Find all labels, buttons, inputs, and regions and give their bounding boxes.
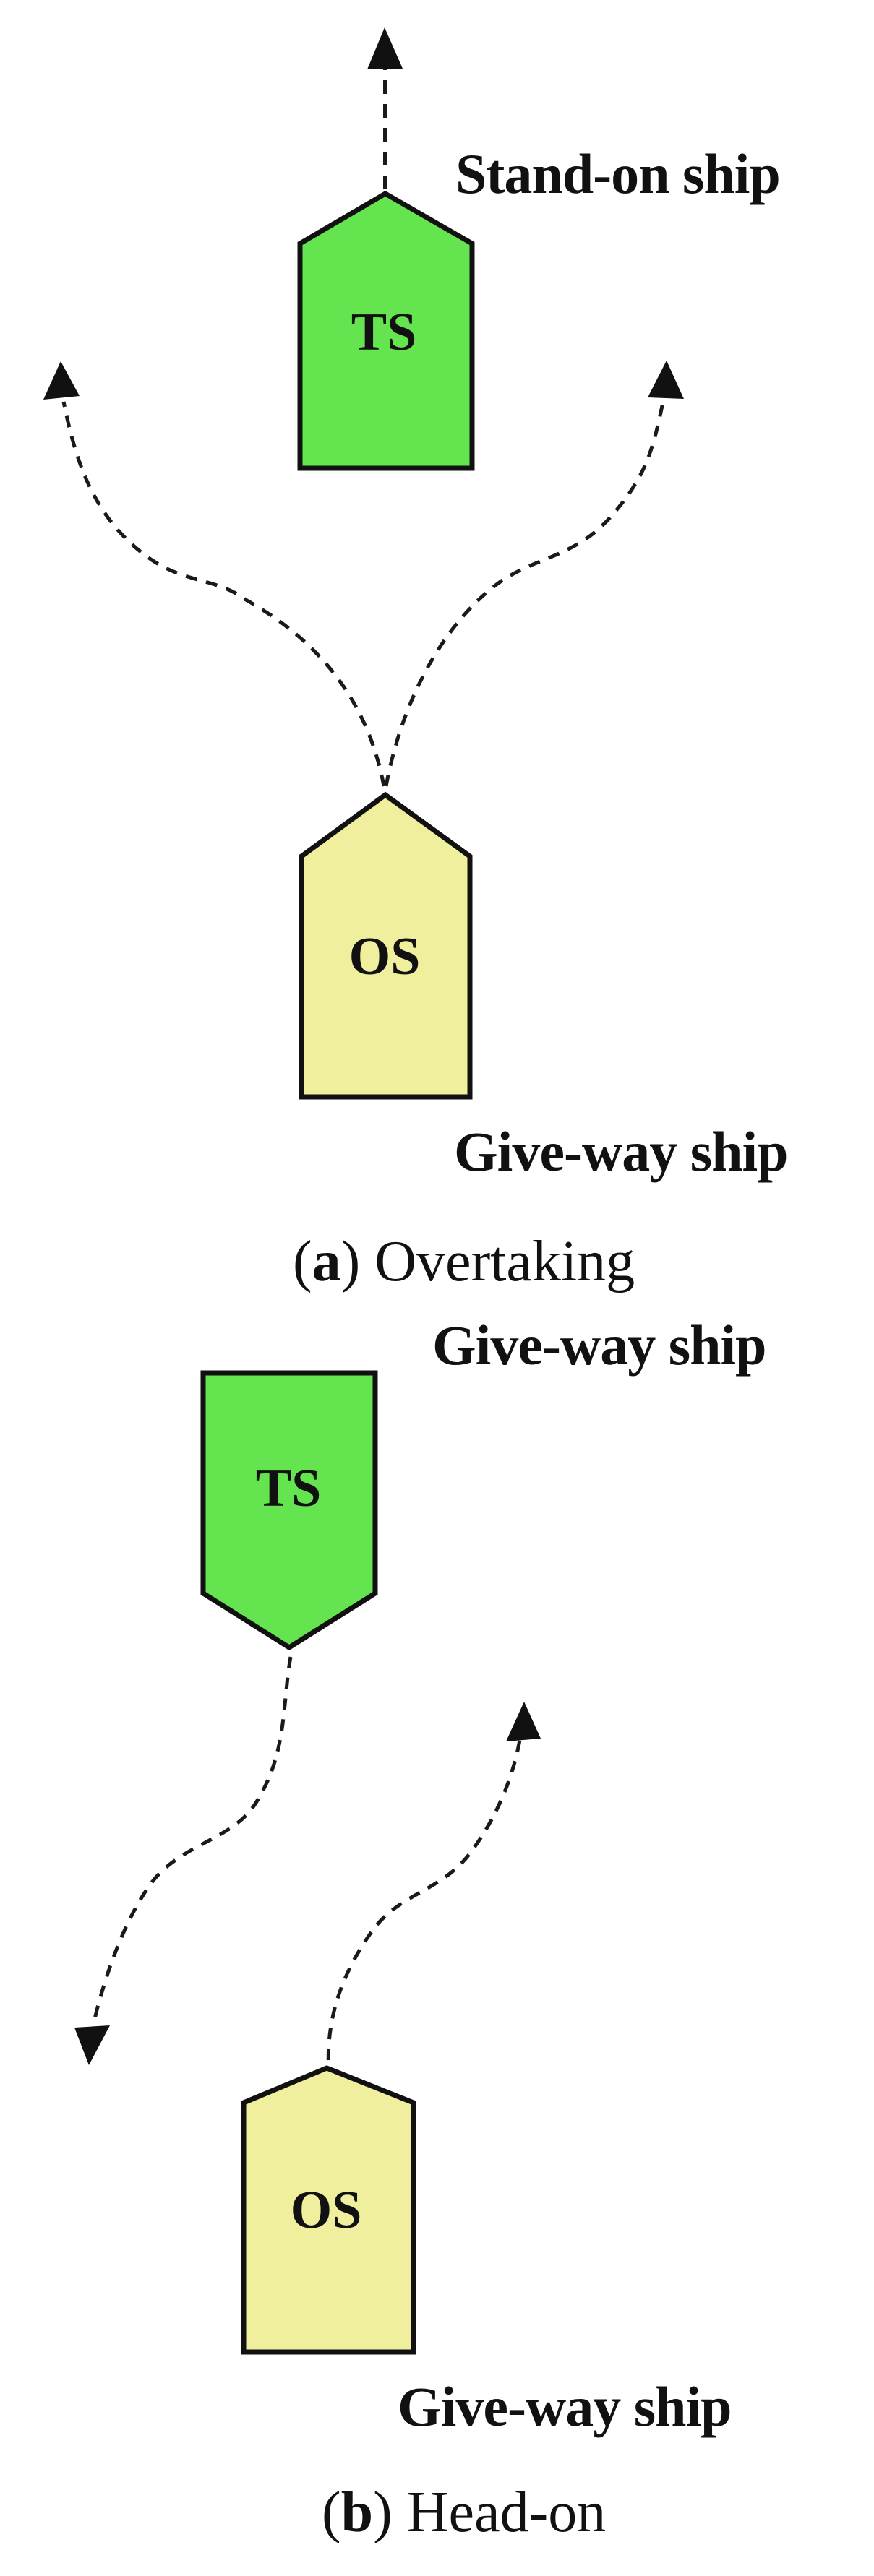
own-ship-a-label: OS [349, 927, 421, 986]
own-ship-a: OS [299, 791, 473, 1100]
up-arrowhead-icon [367, 27, 403, 69]
panel-b-caption: (b) Head-on [322, 2481, 606, 2544]
target-ship-b-hull [200, 1370, 378, 1651]
ts-course-arrow [367, 27, 403, 189]
ts-route-down-left [74, 1656, 293, 2065]
os-route-up-right [326, 1702, 541, 2082]
target-ship-a-hull [297, 190, 475, 471]
up-left-arrowhead-icon [43, 361, 80, 400]
evasive-route-left-path [61, 401, 386, 787]
os-route-up-right-path [326, 1735, 523, 2082]
ts-route-down-left-path [92, 1656, 293, 2023]
panel-a-caption: (a) Overtaking [293, 1230, 635, 1293]
stand-on-ship-label: Stand-on ship [455, 142, 780, 205]
evasive-route-left [43, 361, 386, 787]
own-ship-b-label: OS [291, 2181, 362, 2240]
own-ship-b-hull [241, 2065, 416, 2355]
give-way-ship-label-b-own: Give-way ship [398, 2375, 732, 2438]
target-ship-b-label: TS [256, 1459, 322, 1518]
target-ship-b: TS [200, 1370, 378, 1651]
caption-a-letter: a [312, 1230, 341, 1293]
give-way-ship-label-a: Give-way ship [454, 1120, 788, 1183]
panel-b-head-on: Give-way ship TS OS Give-way [74, 1314, 767, 2544]
evasive-route-right [384, 361, 684, 787]
give-way-ship-label-b-target: Give-way ship [432, 1314, 766, 1377]
caption-b-letter: b [341, 2481, 374, 2544]
up-arrowhead-b-icon [506, 1702, 541, 1741]
panel-a-overtaking: Stand-on ship TS OS Give-way [43, 27, 789, 1293]
own-ship-b: OS [241, 2065, 416, 2355]
caption-b-text: ) Head-on [373, 2481, 606, 2544]
evasive-route-right-path [384, 398, 666, 787]
target-ship-a: TS [297, 190, 475, 471]
caption-a-text: ) Overtaking [341, 1230, 635, 1293]
caption-a-open-paren: ( [293, 1230, 312, 1293]
caption-b-open-paren: ( [322, 2481, 341, 2544]
down-arrowhead-icon [74, 2025, 110, 2065]
up-right-arrowhead-icon [648, 361, 684, 399]
target-ship-a-label: TS [351, 303, 417, 362]
own-ship-a-hull [299, 791, 473, 1100]
